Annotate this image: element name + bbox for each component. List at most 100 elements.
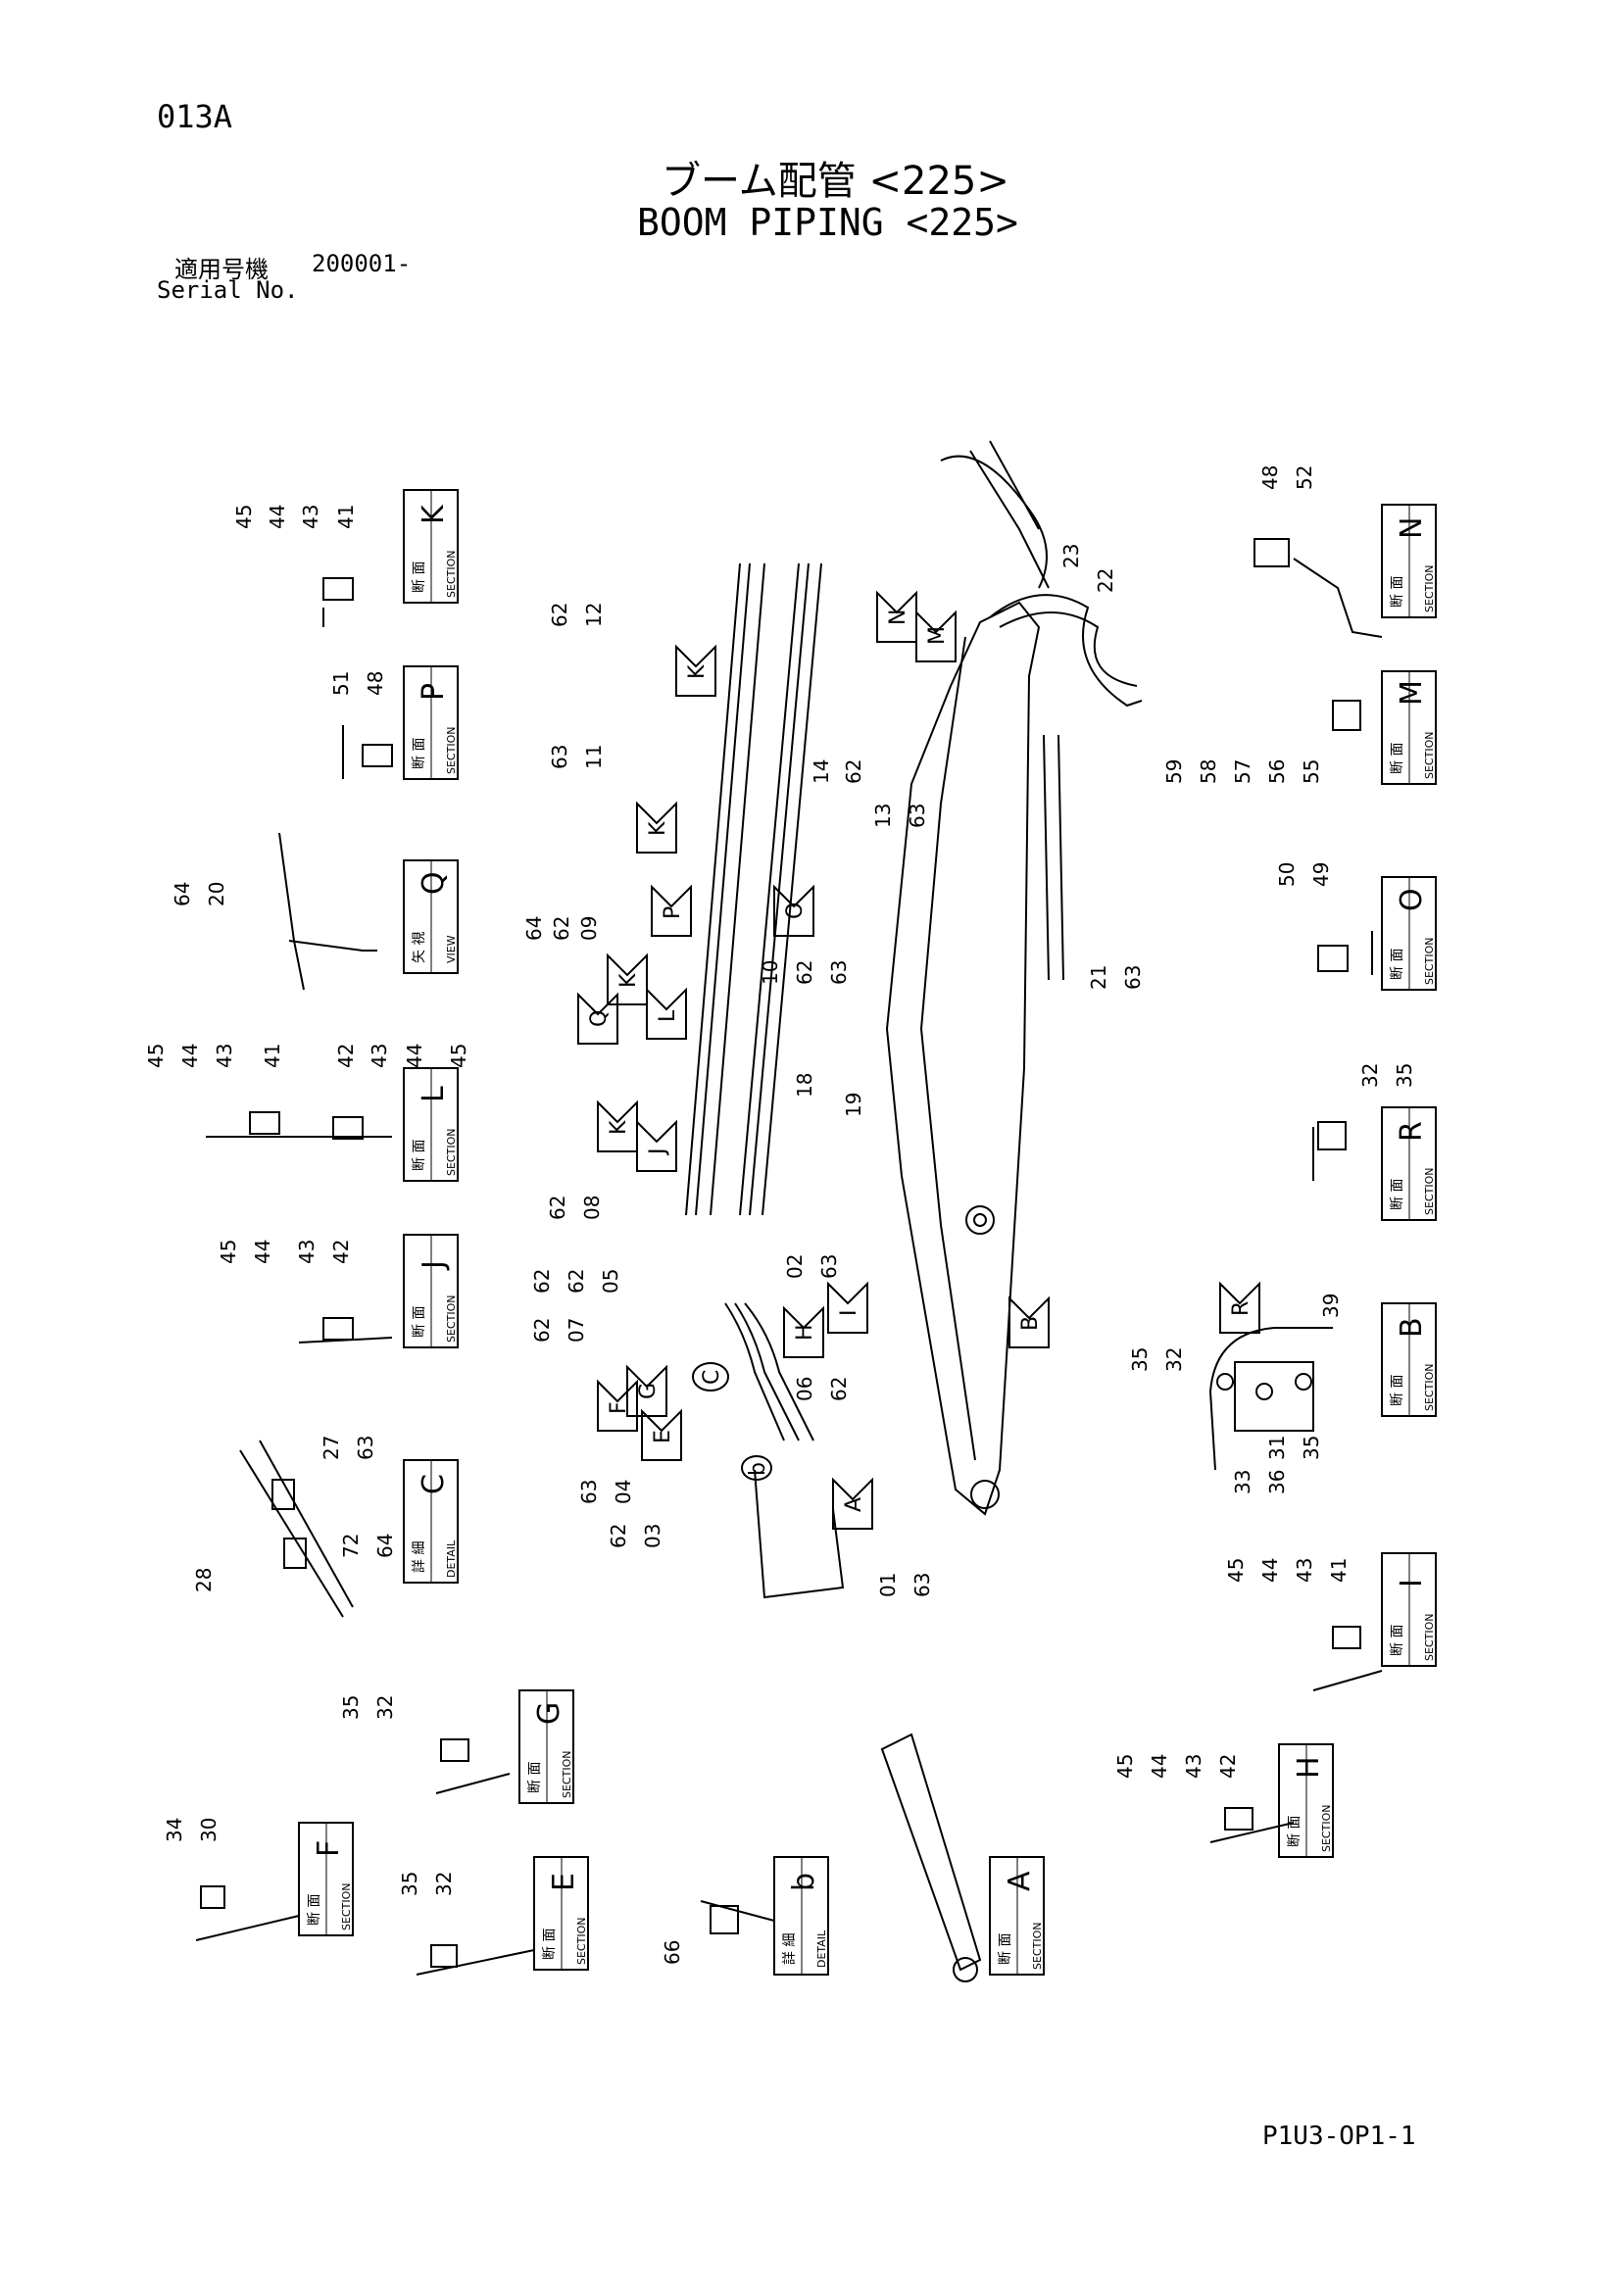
callout-66: 66 xyxy=(661,1940,684,1965)
section-box-n: N 断 面 SECTION xyxy=(1381,504,1437,618)
section-box-m: M 断 面 SECTION xyxy=(1381,670,1437,785)
section-h-jp: 断 面 xyxy=(1287,1816,1303,1847)
view-arrow-g xyxy=(626,1364,667,1417)
callout-63: 63 xyxy=(1121,965,1145,990)
section-h-sketch xyxy=(1209,1807,1295,1843)
view-q-letter: Q xyxy=(417,871,451,895)
view-arrow-k-upper xyxy=(675,644,716,697)
page-title-jp: ブーム配管 <225> xyxy=(662,159,1009,204)
detail-box-c: C 詳 細 DETAIL xyxy=(403,1459,459,1584)
section-box-i: I 断 面 SECTION xyxy=(1381,1552,1437,1667)
boom-top-hose-2 xyxy=(989,440,1040,530)
callout-62: 62 xyxy=(546,1196,569,1220)
section-i-letter: I xyxy=(1395,1579,1429,1588)
section-o-jp: 断 面 xyxy=(1390,949,1405,980)
section-box-e: E 断 面 SECTION xyxy=(533,1856,589,1971)
boom-outline xyxy=(885,601,1041,1516)
view-arrow-k-low xyxy=(607,953,648,1005)
callout-44: 44 xyxy=(1258,1558,1282,1583)
callout-72: 72 xyxy=(339,1534,363,1558)
boom-center-pin-inner xyxy=(973,1213,987,1227)
callout-56: 56 xyxy=(1265,759,1289,784)
view-arrow-a-label: A xyxy=(842,1497,866,1512)
section-p-jp: 断 面 xyxy=(412,738,427,769)
callout-43: 43 xyxy=(213,1044,236,1068)
section-a-pin xyxy=(953,1957,978,1982)
callout-55: 55 xyxy=(1300,759,1323,784)
callout-63: 63 xyxy=(910,1573,934,1597)
callout-04: 04 xyxy=(612,1480,635,1504)
callout-43: 43 xyxy=(1293,1558,1316,1583)
callout-08: 08 xyxy=(580,1196,604,1220)
callout-45: 45 xyxy=(217,1240,240,1264)
serial-label-en: Serial No. xyxy=(157,276,299,304)
detail-circle-b xyxy=(741,1455,772,1481)
view-arrow-f xyxy=(597,1379,638,1432)
view-arrow-h xyxy=(783,1305,824,1358)
callout-62: 62 xyxy=(842,759,865,784)
section-n-sketch xyxy=(1253,538,1383,638)
section-a-jp: 断 面 xyxy=(998,1933,1013,1965)
section-b-letter: B xyxy=(1395,1317,1429,1338)
view-arrow-g-label: G xyxy=(636,1383,661,1399)
callout-41: 41 xyxy=(334,505,358,529)
page-ref: P1U3-OP1-1 xyxy=(1262,2122,1416,2151)
boom-foot-pin xyxy=(970,1480,1000,1509)
section-o-letter: O xyxy=(1395,888,1429,911)
callout-28: 28 xyxy=(192,1568,216,1592)
view-arrow-k-bottom-label: K xyxy=(607,1120,631,1135)
callout-64: 64 xyxy=(171,882,194,906)
callout-64: 64 xyxy=(373,1534,397,1558)
section-r-letter: R xyxy=(1395,1121,1429,1142)
section-e-sketch xyxy=(416,1944,535,1976)
section-n-en: SECTION xyxy=(1423,565,1436,612)
callout-35: 35 xyxy=(1393,1063,1416,1088)
page-title-en: BOOM PIPING <225> xyxy=(637,201,1018,244)
callout-62: 62 xyxy=(548,603,571,627)
callout-58: 58 xyxy=(1197,759,1220,784)
callout-03: 03 xyxy=(641,1524,664,1548)
view-arrow-k-low-label: K xyxy=(616,973,641,988)
section-e-en: SECTION xyxy=(575,1918,588,1965)
lower-pipe-bundle xyxy=(724,1302,785,1441)
section-n-jp: 断 面 xyxy=(1390,576,1405,608)
callout-group: 45 44 43 41 51 48 64 20 45 44 43 41 42 4… xyxy=(144,465,1416,1965)
lower-pipe-bundle xyxy=(744,1302,814,1441)
section-r-jp: 断 面 xyxy=(1390,1179,1405,1210)
view-arrow-n-label: N xyxy=(886,610,910,625)
detail-c-letter: C xyxy=(417,1474,451,1494)
section-box-j: J 断 面 SECTION xyxy=(403,1234,459,1348)
section-box-g: G 断 面 SECTION xyxy=(518,1689,574,1804)
section-b-jp: 断 面 xyxy=(1390,1375,1405,1406)
view-q-jp: 矢 視 xyxy=(412,932,427,963)
detail-c-label: C xyxy=(700,1370,724,1385)
view-arrow-a xyxy=(832,1477,873,1530)
detail-b-jp: 詳 細 xyxy=(782,1933,798,1965)
callout-19: 19 xyxy=(842,1093,865,1117)
callout-34: 34 xyxy=(163,1818,186,1842)
section-p-letter: P xyxy=(417,683,451,701)
serial-value: 200001- xyxy=(312,250,412,277)
callout-42: 42 xyxy=(1216,1754,1240,1779)
callout-18: 18 xyxy=(793,1073,816,1098)
callout-48: 48 xyxy=(1258,465,1282,490)
callout-07: 07 xyxy=(565,1318,588,1343)
callout-62: 62 xyxy=(565,1269,588,1294)
section-i-sketch xyxy=(1312,1626,1383,1691)
callout-20: 20 xyxy=(205,882,228,906)
view-arrow-i xyxy=(827,1281,868,1334)
callout-11: 11 xyxy=(582,745,606,769)
callout-57: 57 xyxy=(1231,759,1254,784)
section-g-sketch xyxy=(435,1738,511,1794)
section-k-jp: 断 面 xyxy=(412,562,427,593)
section-j-jp: 断 面 xyxy=(412,1306,427,1338)
callout-05: 05 xyxy=(599,1269,622,1294)
callout-45: 45 xyxy=(1224,1558,1248,1583)
view-arrow-b xyxy=(1008,1295,1050,1348)
view-arrow-j xyxy=(636,1119,677,1172)
callout-32: 32 xyxy=(432,1872,456,1896)
callout-30: 30 xyxy=(197,1818,221,1842)
hose-loop-22 xyxy=(999,611,1138,687)
boom-inner-line xyxy=(919,636,976,1461)
